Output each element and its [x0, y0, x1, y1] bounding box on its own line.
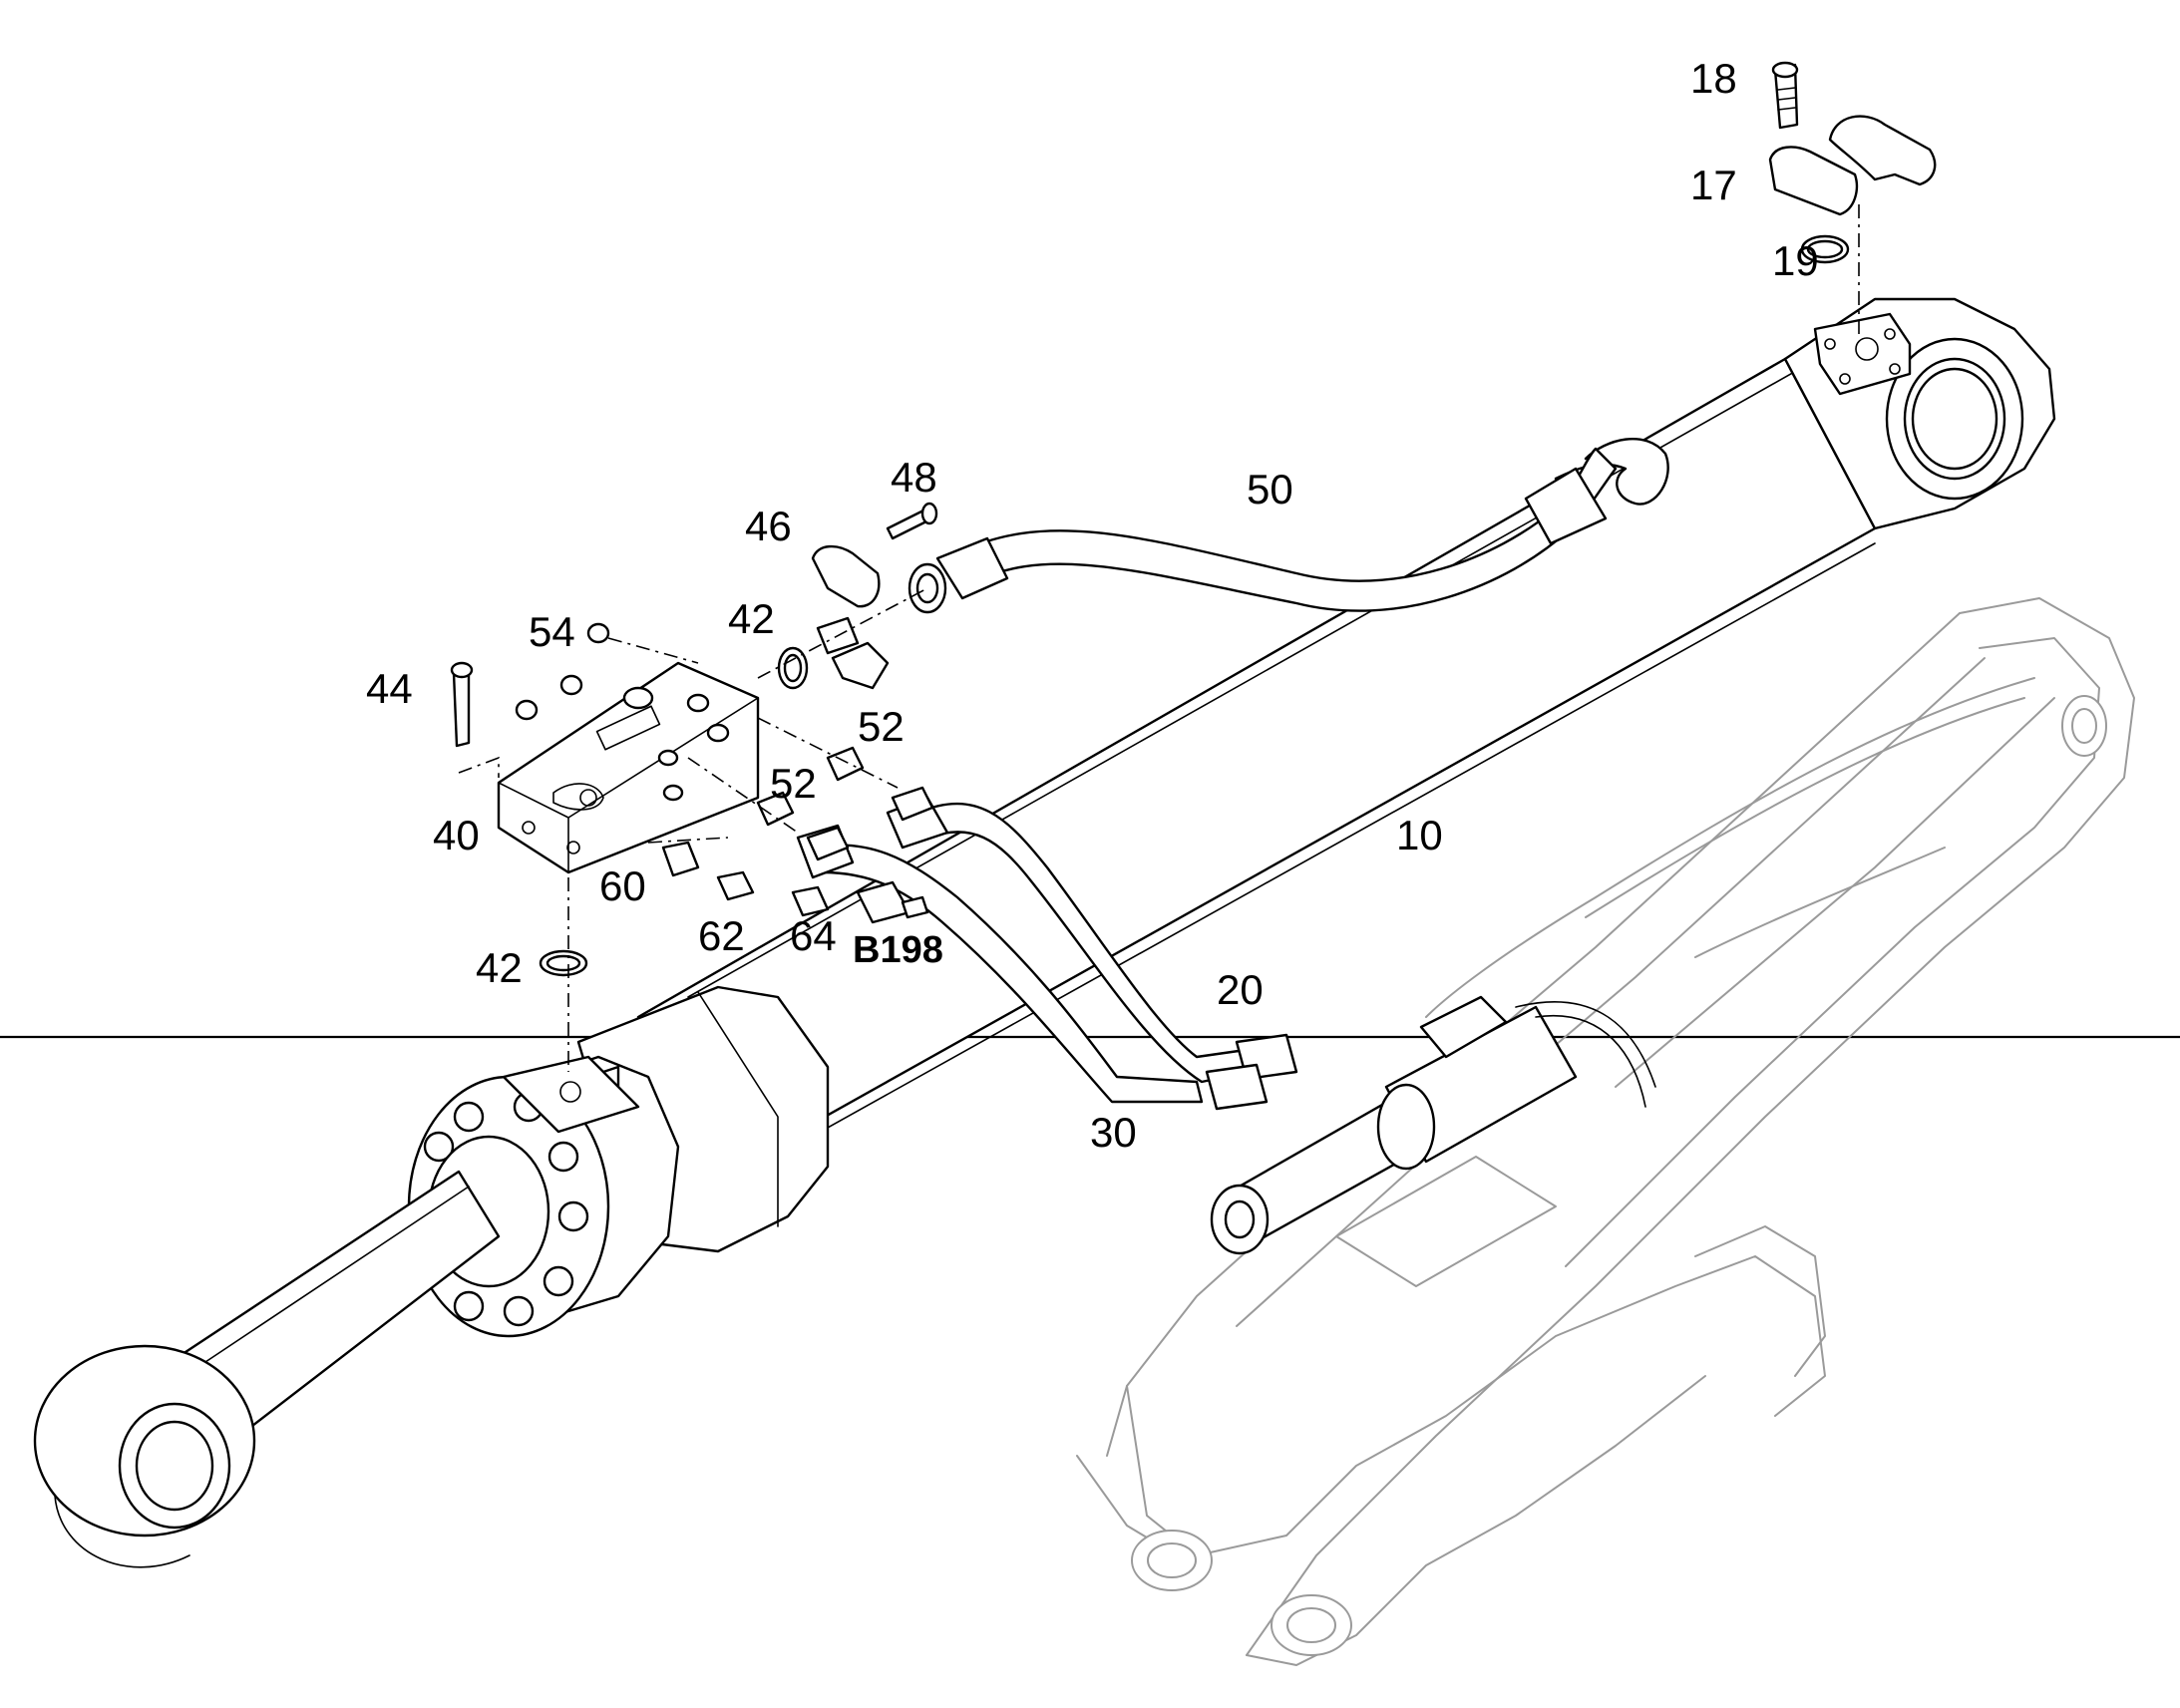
inset-cylinder: [1210, 995, 1656, 1255]
label-17: 17: [1690, 162, 1737, 208]
label-42-upper: 42: [728, 595, 775, 642]
hose-50: [908, 447, 1618, 614]
callout-labels: 18 17 19 48 50 46 42 54 44 52 52 40 10 6…: [366, 55, 1819, 1156]
label-44: 44: [366, 665, 413, 712]
label-20: 20: [1217, 966, 1264, 1013]
label-18: 18: [1690, 55, 1737, 102]
label-62: 62: [698, 912, 745, 959]
assembly-lines: [458, 204, 1860, 1072]
label-64: 64: [790, 912, 837, 959]
label-19: 19: [1772, 237, 1819, 284]
label-54: 54: [529, 608, 575, 655]
label-52-upper: 52: [858, 703, 905, 750]
label-10: 10: [1396, 812, 1443, 858]
label-40: 40: [433, 812, 480, 858]
label-48: 48: [891, 454, 937, 501]
label-b198: B198: [853, 929, 943, 971]
label-50: 50: [1247, 466, 1293, 512]
label-42-lower: 42: [476, 944, 523, 991]
label-46: 46: [745, 503, 792, 549]
small-parts: [450, 61, 1937, 977]
boom-inset-drawing: [1076, 597, 2135, 1666]
label-60: 60: [599, 862, 646, 909]
valve-block: [497, 661, 760, 874]
label-30: 30: [1090, 1109, 1137, 1156]
hydraulic-cylinder: [33, 297, 2056, 1568]
label-52-lower: 52: [770, 760, 817, 807]
